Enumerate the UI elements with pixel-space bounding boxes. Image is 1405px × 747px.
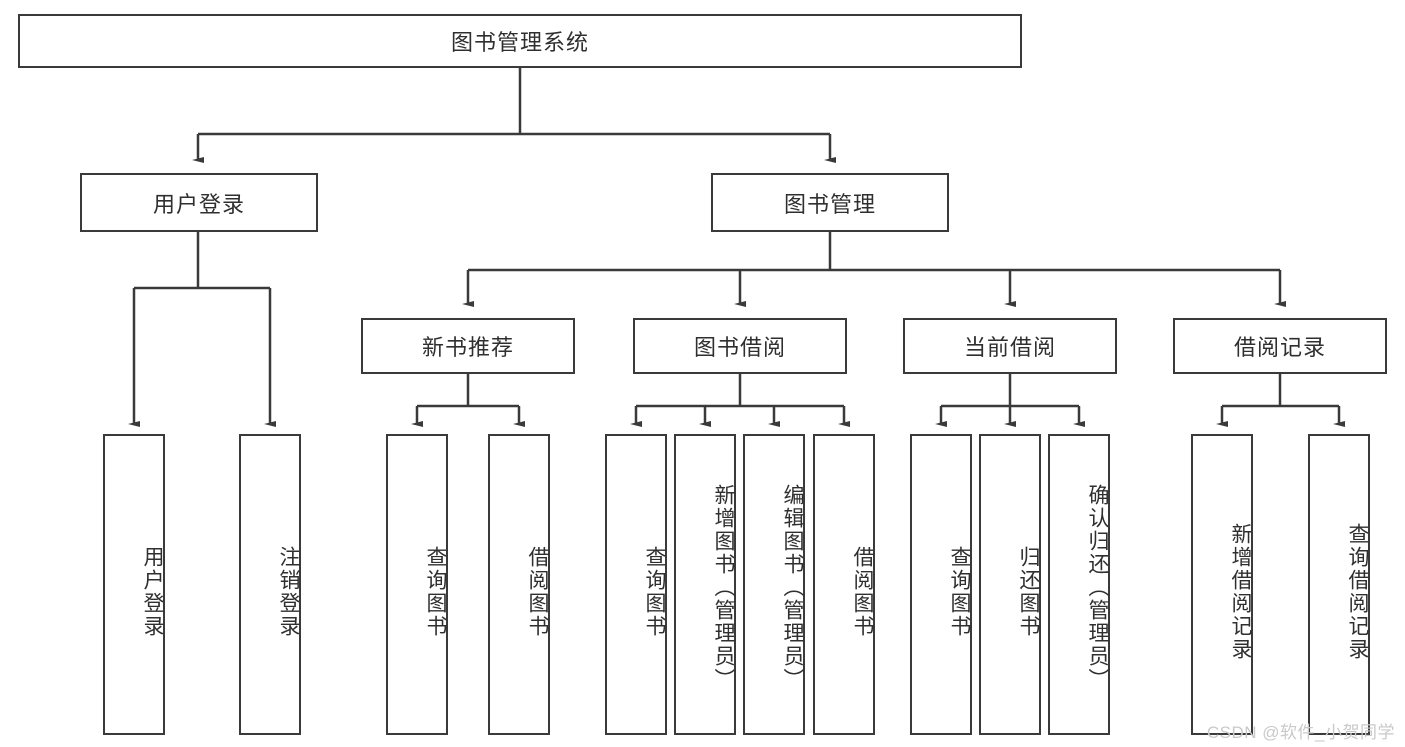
watermark-text: CSDN @软件_小贺同学 [1206,723,1395,742]
leaf-logout-login[interactable]: 注销登录 [239,434,301,735]
node-user-login[interactable]: 用户登录 [80,173,318,232]
leaf-current-confirm-return-admin[interactable]: 确认归还（管理员） [1048,434,1110,735]
leaf-borrow-edit-book-admin[interactable]: 编辑图书（管理员） [743,434,805,735]
leaf-current-query-book[interactable]: 查询图书 [910,434,972,735]
node-root-book-management-system[interactable]: 图书管理系统 [18,14,1022,68]
leaf-new-book-borrow-book[interactable]: 借阅图书 [488,434,550,735]
node-book-management[interactable]: 图书管理 [711,173,949,232]
node-book-borrow[interactable]: 图书借阅 [633,318,847,374]
leaf-borrow-query-book[interactable]: 查询图书 [605,434,667,735]
leaf-record-add-borrow-record[interactable]: 新增借阅记录 [1191,434,1253,735]
node-current-borrow[interactable]: 当前借阅 [903,318,1117,374]
leaf-record-query-borrow-record[interactable]: 查询借阅记录 [1308,434,1370,735]
leaf-user-login[interactable]: 用户登录 [103,434,165,735]
node-new-book-recommend[interactable]: 新书推荐 [361,318,575,374]
node-borrow-record[interactable]: 借阅记录 [1173,318,1387,374]
leaf-new-book-query-book[interactable]: 查询图书 [386,434,448,735]
leaf-borrow-add-book-admin[interactable]: 新增图书（管理员） [674,434,736,735]
leaf-current-return-book[interactable]: 归还图书 [979,434,1041,735]
leaf-borrow-borrow-book[interactable]: 借阅图书 [813,434,875,735]
